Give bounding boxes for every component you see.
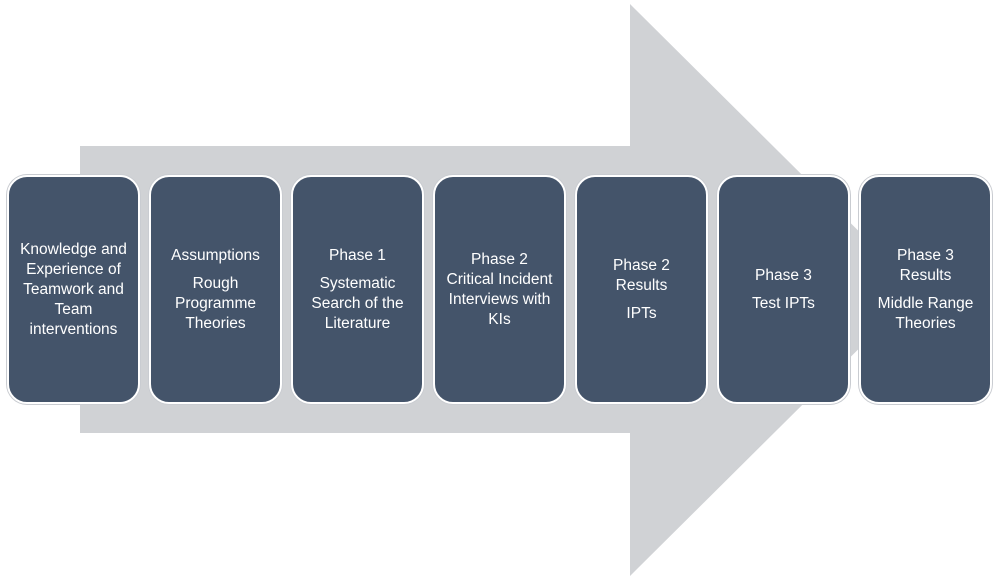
- step-2-heading: Assumptions: [171, 246, 260, 264]
- step-box-phase-3: Phase 3 Test IPTs: [717, 175, 850, 404]
- step-3-heading: Phase 1: [329, 246, 386, 264]
- step-3-detail: Systematic Search of the Literature: [311, 274, 404, 332]
- step-box-phase-2: Phase 2 Critical Incident Interviews wit…: [433, 175, 566, 404]
- step-4-detail: Critical Incident Interviews with KIs: [446, 270, 553, 328]
- step-4-heading: Phase 2: [471, 250, 528, 268]
- step-box-phase-2-results: Phase 2 Results IPTs: [575, 175, 708, 404]
- step-box-phase-1: Phase 1 Systematic Search of the Literat…: [291, 175, 424, 404]
- step-7-heading: Phase 3: [897, 246, 954, 264]
- step-5-detail: IPTs: [626, 304, 657, 322]
- step-box-knowledge: Knowledge and Experience of Teamwork and…: [7, 175, 140, 404]
- step-box-phase-3-results: Phase 3 Results Middle Range Theories: [859, 175, 992, 404]
- step-5-subheading: Results: [615, 276, 668, 294]
- step-7-subheading: Results: [899, 266, 952, 284]
- step-5-heading: Phase 2: [613, 256, 670, 274]
- step-2-detail: Rough Programme Theories: [175, 274, 256, 332]
- step-1-text: Knowledge and Experience of Teamwork and…: [20, 240, 127, 338]
- step-6-detail: Test IPTs: [752, 294, 815, 312]
- step-6-heading: Phase 3: [755, 266, 812, 284]
- step-box-assumptions: Assumptions Rough Programme Theories: [149, 175, 282, 404]
- step-7-detail: Middle Range Theories: [877, 294, 974, 332]
